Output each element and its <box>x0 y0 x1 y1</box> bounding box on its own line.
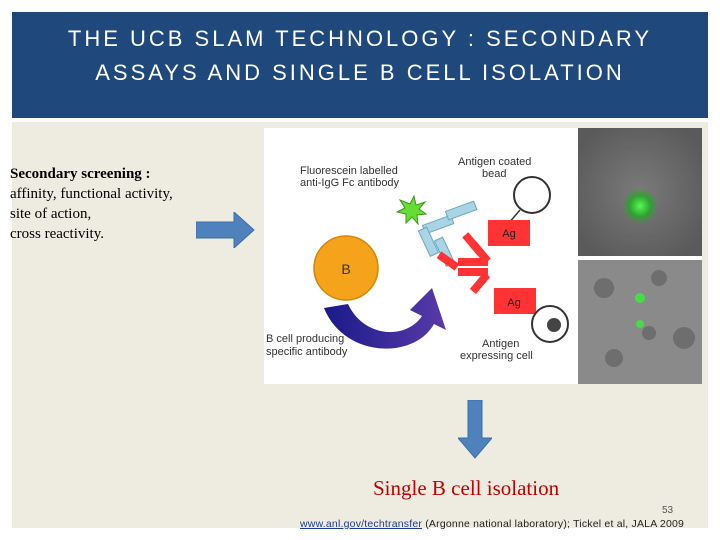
slam-figure: Fluorescein labelled anti-IgG Fc antibod… <box>264 128 702 384</box>
label-antigen-1: Antigen <box>482 338 519 350</box>
green-spot-2 <box>636 320 644 328</box>
bead-fluorescence <box>622 188 658 224</box>
ag-label-2: Ag <box>507 297 520 309</box>
screening-line: affinity, functional activity, <box>10 184 240 204</box>
arrow-down-icon <box>458 400 492 460</box>
techtransfer-link[interactable]: www.anl.gov/techtransfer <box>300 518 422 530</box>
page-number: 53 <box>662 505 673 516</box>
label-bead: bead <box>482 168 506 180</box>
cell-nucleus <box>547 318 561 332</box>
arrow-right-icon <box>196 212 256 248</box>
screening-heading: Secondary screening : <box>10 164 240 184</box>
single-b-cell-isolation-label: Single B cell isolation <box>373 476 559 501</box>
citation: www.anl.gov/techtransfer (Argonne nation… <box>300 518 684 530</box>
label-antigen-2: expressing cell <box>460 350 533 362</box>
label-bcell-1: B cell producing <box>266 333 344 345</box>
slam-diagram: Fluorescein labelled anti-IgG Fc antibod… <box>264 128 702 384</box>
citation-text: (Argonne national laboratory); Tickel et… <box>422 518 684 530</box>
antigen-bead <box>514 177 550 213</box>
label-antibody: anti-IgG Fc antibody <box>300 177 400 189</box>
b-cell-label: B <box>341 261 350 277</box>
ag-label-1: Ag <box>502 228 515 240</box>
title-bar: THE UCB SLAM TECHNOLOGY : SECONDARY ASSA… <box>12 12 708 118</box>
fluorescein-star-icon <box>397 196 426 224</box>
label-bcell-2: specific antibody <box>266 346 348 358</box>
label-fluorescein: Fluorescein labelled <box>300 165 398 177</box>
slide-title: THE UCB SLAM TECHNOLOGY : SECONDARY ASSA… <box>12 22 708 90</box>
green-spot-1 <box>635 293 645 303</box>
label-antigen-coated: Antigen coated <box>458 156 531 168</box>
